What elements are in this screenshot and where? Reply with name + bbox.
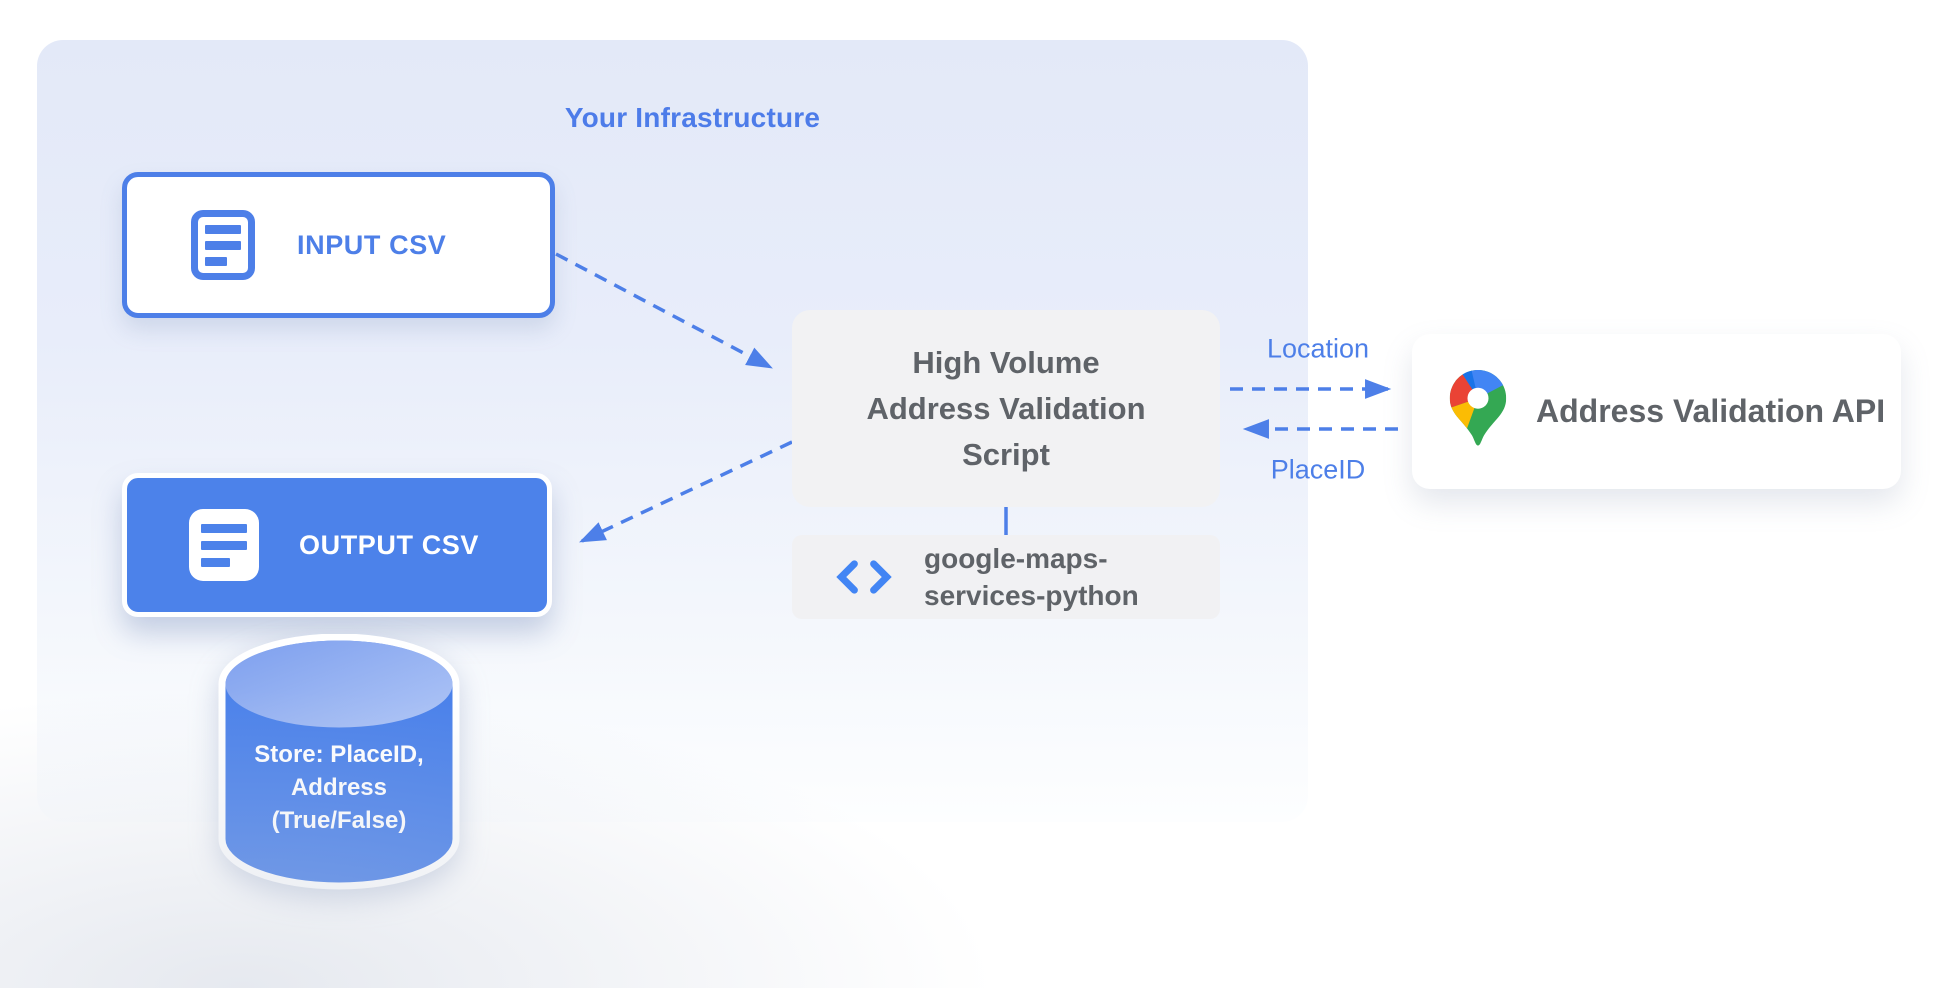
script-line-2: Address Validation [866,390,1146,426]
validation-script-node: High Volume Address Validation Script [792,310,1220,507]
address-validation-api-node: Address Validation API [1412,334,1901,489]
document-line [201,540,247,550]
api-label: Address Validation API [1536,393,1886,429]
placeid-edge-label: PlaceID [1270,454,1366,485]
document-outline-icon [191,210,255,280]
datastore-line-1: Store: PlaceID, [254,741,424,768]
library-node: google-maps- services-python [792,535,1220,619]
infrastructure-title: Your Infrastructure [564,102,821,133]
document-line [205,224,241,234]
datastore-cylinder: Store: PlaceID, Address (True/False) [217,633,461,896]
script-line-3: Script [962,436,1050,472]
google-maps-pin-icon [1449,369,1507,446]
database-cylinder-icon [218,633,460,890]
document-line [201,557,230,567]
document-line [205,240,241,250]
document-filled-icon [189,509,259,581]
library-line-2: services-python [924,580,1139,611]
datastore-line-3: (True/False) [271,807,407,834]
document-line [205,256,228,266]
output-csv-node: OUTPUT CSV [122,473,552,617]
document-line [201,523,247,533]
input-csv-node: INPUT CSV [122,172,555,318]
output-csv-label: OUTPUT CSV [299,529,480,560]
datastore-label: Store: PlaceID, Address (True/False) [217,738,461,837]
input-csv-label: INPUT CSV [297,229,447,260]
script-line-1: High Volume [912,344,1100,380]
library-label: google-maps- services-python [924,540,1139,614]
location-edge-label: Location [1266,333,1370,364]
datastore-line-2: Address [290,774,388,801]
code-brackets-icon [836,560,892,594]
library-line-1: google-maps- [924,543,1108,574]
